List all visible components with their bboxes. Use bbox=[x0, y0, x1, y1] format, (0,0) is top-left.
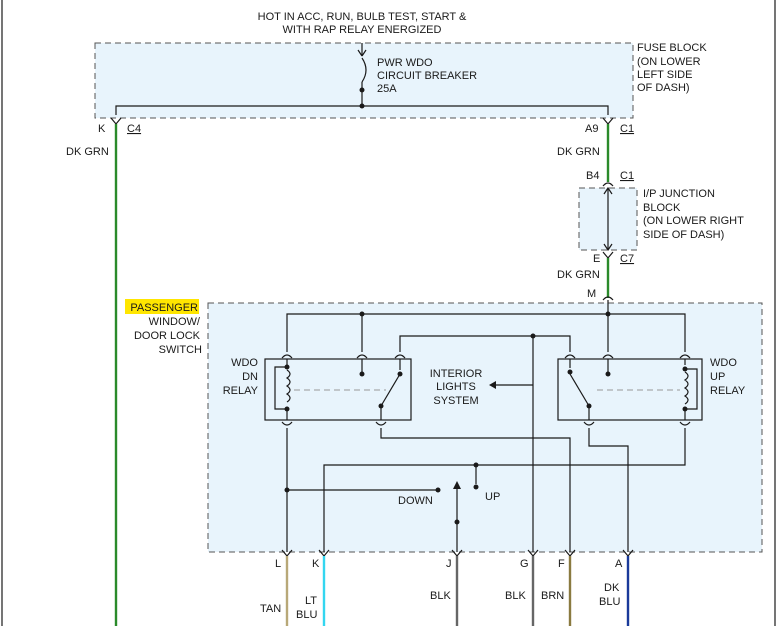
header-line-2: WITH RAP RELAY ENERGIZED bbox=[283, 24, 442, 36]
internal-wiring bbox=[286, 300, 686, 552]
pin-b4: B4 bbox=[586, 170, 599, 182]
dn-relay-label-1: WDO bbox=[231, 357, 258, 369]
ip-junction-label-1: I/P JUNCTION bbox=[643, 188, 715, 200]
wire-color-label-2: BLU bbox=[599, 596, 620, 608]
ip-junction-label-3: (ON LOWER RIGHT bbox=[643, 215, 744, 227]
pin-k-top: K bbox=[98, 123, 106, 135]
pin-label: A bbox=[615, 558, 623, 570]
c1-terminal bbox=[602, 117, 614, 125]
connector-c1-mid: C1 bbox=[620, 170, 634, 182]
lower-wiring bbox=[284, 428, 686, 552]
up-relay-coil bbox=[682, 359, 698, 420]
fuse-block-label-1: FUSE BLOCK bbox=[637, 42, 707, 54]
up-relay-label-3: RELAY bbox=[710, 385, 746, 397]
pin-label: G bbox=[520, 558, 529, 570]
ip-junction-label-4: SIDE OF DASH) bbox=[643, 229, 724, 241]
wire-color-label: BLK bbox=[505, 590, 526, 602]
pin-label: K bbox=[312, 558, 320, 570]
breaker-label-1: PWR WDO bbox=[377, 57, 433, 69]
relay-bottom-terminals bbox=[281, 421, 691, 426]
breaker-label-2: CIRCUIT BREAKER bbox=[377, 70, 477, 82]
fuse-bus bbox=[115, 105, 609, 115]
wire-color-label: LT bbox=[305, 595, 317, 607]
connector-c7: C7 bbox=[620, 253, 634, 265]
pin-e: E bbox=[593, 253, 600, 265]
switch-label-4: SWITCH bbox=[159, 344, 202, 356]
connector-c1-top: C1 bbox=[620, 123, 634, 135]
ip-junction-path bbox=[603, 186, 613, 252]
e-terminal bbox=[602, 251, 614, 259]
dn-relay-switch bbox=[359, 359, 403, 420]
wire-color-label: BLK bbox=[430, 590, 451, 602]
switch-label-passenger: PASSENGER bbox=[130, 302, 198, 314]
position-down: DOWN bbox=[398, 495, 433, 507]
wire-color-label: TAN bbox=[260, 603, 281, 615]
wire-label-dk-grn-left: DK GRN bbox=[66, 146, 109, 158]
connector-c4: C4 bbox=[127, 123, 141, 135]
pin-label: J bbox=[446, 558, 452, 570]
m-terminal bbox=[602, 296, 614, 301]
interior-label-2: LIGHTS bbox=[436, 381, 476, 393]
wire-color-label-2: BLU bbox=[296, 609, 317, 621]
passenger-highlight bbox=[125, 299, 199, 314]
bottom-pins: L TAN K LT BLU J BLK G BLK F BRN A DK BLU bbox=[260, 549, 634, 626]
header-line-1: HOT IN ACC, RUN, BULB TEST, START & bbox=[258, 11, 467, 23]
position-up: UP bbox=[485, 491, 500, 503]
up-relay-label-1: WDO bbox=[710, 357, 737, 369]
wire-label-dk-grn-right-2: DK GRN bbox=[557, 269, 600, 281]
switch-label-2: WINDOW/ bbox=[149, 316, 201, 328]
wire-color-label: BRN bbox=[541, 590, 564, 602]
fuse-block-label-3: LEFT SIDE bbox=[637, 69, 692, 81]
ip-junction-label-2: BLOCK bbox=[643, 202, 681, 214]
wire-color-label: DK bbox=[604, 582, 620, 594]
switch-label-3: DOOR LOCK bbox=[134, 330, 201, 342]
switch-box bbox=[207, 302, 763, 553]
pin-a9: A9 bbox=[585, 123, 598, 135]
dn-relay-label-3: RELAY bbox=[223, 385, 259, 397]
up-relay-label-2: UP bbox=[710, 371, 725, 383]
interior-arrow-head bbox=[489, 381, 496, 389]
interior-label-1: INTERIOR bbox=[430, 368, 483, 380]
pin-m: M bbox=[587, 288, 596, 300]
wire-label-dk-grn-right-1: DK GRN bbox=[557, 146, 600, 158]
interior-label-3: SYSTEM bbox=[433, 395, 478, 407]
relay-top-terminals bbox=[281, 354, 691, 359]
c4-terminal bbox=[110, 117, 122, 125]
pin-label: L bbox=[275, 558, 281, 570]
breaker-label-3: 25A bbox=[377, 83, 397, 95]
dn-relay-label-2: DN bbox=[242, 371, 258, 383]
up-relay-switch bbox=[567, 359, 611, 420]
b4-terminal bbox=[602, 182, 614, 187]
fuse-block-label-2: (ON LOWER bbox=[637, 56, 701, 68]
pin-label: F bbox=[558, 558, 565, 570]
dn-relay-coil bbox=[274, 359, 291, 420]
fuse-block-label-4: OF DASH) bbox=[637, 82, 690, 94]
